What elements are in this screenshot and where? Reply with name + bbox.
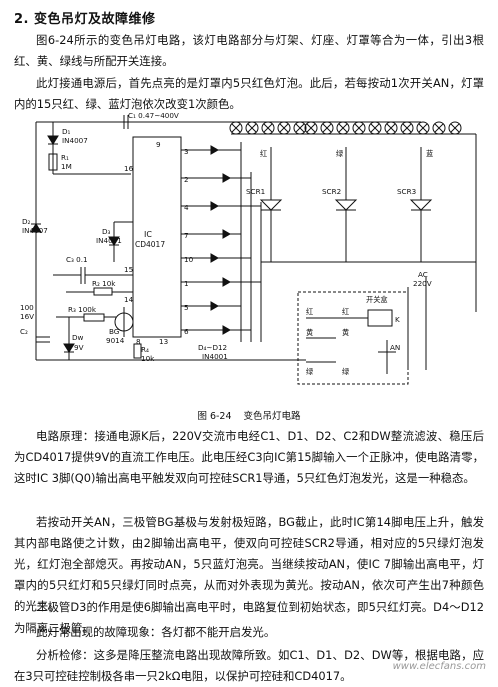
caption-number: 图 6-24: [197, 411, 232, 422]
paragraph-switching: 若按动开关AN，三极管BG基极与发射极短路，BG截止，此时IC第14脚电压上升，…: [14, 515, 484, 613]
isolation-diode: [222, 277, 232, 287]
label-blue-lamps: 蓝: [426, 149, 433, 158]
label-yellow-wire-1: 黄: [306, 328, 313, 337]
lamp-bulb: [229, 121, 243, 135]
label-k: K: [395, 315, 400, 324]
label-an: AN: [390, 343, 400, 352]
lamp-bulb: [277, 121, 291, 135]
figure-caption: 图 6-24 变色吊灯电路: [0, 408, 498, 422]
isolation-diode: [210, 201, 220, 211]
label-r1: R₁: [61, 153, 69, 162]
label-c2: C₂: [20, 327, 28, 336]
pin-16: 16: [124, 164, 134, 173]
lamp-bulb: [448, 121, 462, 135]
label-green-wire-1: 绿: [306, 367, 313, 376]
label-switch-box: 开关盒: [366, 295, 388, 304]
label-d1: D₁: [62, 127, 71, 136]
label-green-lamps: 绿: [336, 149, 343, 158]
lamp-bulb: [336, 121, 350, 135]
pin-15: 15: [124, 265, 133, 274]
label-d2: D₂: [22, 217, 31, 226]
label-yellow-wire-2: 黄: [342, 328, 349, 337]
paragraph-principle: 电路原理：接通电源K后，220V交流市电经C1、D1、D2、C2和DW整流滤波、…: [14, 429, 484, 485]
label-dw: Dw: [72, 333, 84, 342]
isolation-diode: [222, 173, 232, 183]
label-bg-model: 9014: [106, 336, 125, 345]
label-scr2: SCR2: [322, 187, 341, 196]
isolation-diode: [210, 145, 220, 155]
label-green-wire-2: 绿: [342, 367, 349, 376]
pin-1: 1: [184, 279, 189, 288]
label-d4-d12: D₄~D12: [198, 343, 227, 352]
lamp-bulb: [416, 121, 430, 135]
label-ac: AC: [418, 270, 428, 279]
caption-title: 变色吊灯电路: [243, 411, 301, 422]
lamp-bulb: [352, 121, 366, 135]
paragraph-behavior: 此灯接通电源后，首先点亮的是灯罩内5只红色灯泡。此后，若每按动1次开关AN，灯罩…: [14, 76, 484, 111]
label-d4-d12-model: IN4001: [202, 352, 228, 361]
lamp-bulb: [384, 121, 398, 135]
pin-6: 6: [184, 327, 189, 336]
isolation-diode: [222, 229, 232, 239]
pin-14: 14: [124, 295, 134, 304]
paragraph-fault: 此灯常出现的故障现象：各灯都不能开启发光。: [36, 625, 276, 639]
lamp-bulb: [368, 121, 382, 135]
label-c2-capacity: 100: [20, 303, 34, 312]
isolation-diode: [222, 325, 232, 335]
label-c2-voltage: 16V: [20, 312, 34, 321]
label-red-lamps: 红: [260, 149, 267, 158]
lamp-bulb: [432, 121, 446, 135]
label-ac-voltage: 220V: [413, 279, 432, 288]
label-r4-value: 10k: [141, 354, 155, 363]
pin-5: 5: [184, 303, 189, 312]
label-r3: R₃ 100k: [68, 305, 97, 314]
circuit-diagram: C₁ 0.47~400V D₁ IN4007 R₁ 1M D₂ IN4007 D…: [20, 112, 477, 385]
pin-3: 3: [184, 147, 189, 156]
label-r4: R₄: [141, 345, 149, 354]
label-ic: IC: [144, 230, 152, 239]
label-d1-model: IN4007: [62, 136, 88, 145]
paragraph-d3-role: 二极管D3的作用是使6脚输出高电平时，电路复位到初始状态，即5只红灯亮。D4～D…: [14, 600, 484, 635]
isolation-diode: [210, 301, 220, 311]
label-ic-model: CD4017: [135, 240, 165, 249]
lamp-bulb: [400, 121, 414, 135]
pin-7: 7: [184, 231, 189, 240]
pin-4: 4: [184, 203, 189, 212]
paragraph-intro: 图6-24所示的变色吊灯电路，该灯电路部分与灯架、灯座、灯罩等合为一体，引出3根…: [14, 33, 484, 68]
lamp-bulb: [304, 121, 318, 135]
label-d3: D₃: [102, 227, 111, 236]
pin-2: 2: [184, 175, 189, 184]
label-d3-model: IN4001: [96, 236, 122, 245]
label-scr3: SCR3: [397, 187, 416, 196]
section-heading: 2. 变色吊灯及故障维修: [14, 12, 156, 27]
label-c1: C₁ 0.47~400V: [128, 112, 179, 120]
label-d2-model: IN4007: [22, 226, 48, 235]
pin-13: 13: [159, 337, 168, 346]
label-r1-value: 1M: [61, 162, 72, 171]
label-bg: BG: [109, 327, 119, 336]
pin-10: 10: [184, 255, 194, 264]
pin-9: 9: [156, 140, 161, 149]
label-r2: R₂ 10k: [92, 279, 116, 288]
pin-8: 8: [136, 337, 141, 346]
lamp-bulb: [320, 121, 334, 135]
label-red-wire-2: 红: [342, 307, 349, 316]
label-scr1: SCR1: [246, 187, 265, 196]
watermark: www.elecfans.com: [392, 661, 486, 672]
label-c3: C₃ 0.1: [66, 255, 88, 264]
label-dw-value: 9V: [74, 343, 84, 352]
isolation-diode: [210, 253, 220, 263]
label-red-wire-1: 红: [306, 307, 313, 316]
lamp-bulb: [245, 121, 259, 135]
lamp-bulb: [261, 121, 275, 135]
lamp-bulb: [293, 121, 307, 135]
